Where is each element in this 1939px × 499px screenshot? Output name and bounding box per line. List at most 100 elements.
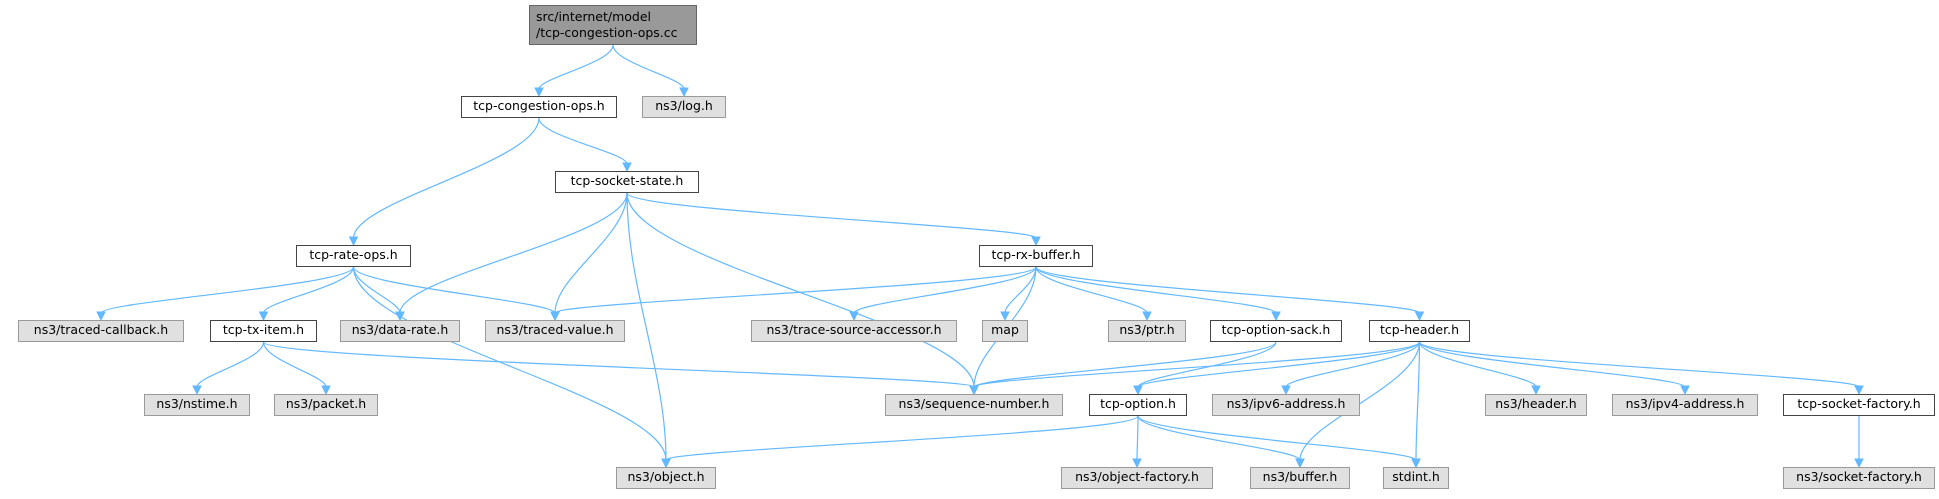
edge-tcp_rate_ops-to-data_rate — [352, 266, 401, 314]
node-ns3-ptr-h[interactable]: ns3/ptr.h — [1108, 320, 1186, 342]
edge-tcp_header-to-tcp_socket_factory — [1418, 341, 1860, 388]
edge-root-to-tcp_congestion_ops — [538, 44, 614, 90]
edge-tcp_rate_ops-to-tcp_tx_item — [262, 266, 355, 314]
edge-arrowhead — [1132, 458, 1142, 469]
edge-tcp_option_sack-to-tcp_option — [1137, 341, 1277, 388]
edge-tcp_tx_item-to-sequence_number — [262, 341, 975, 388]
edge-tcp_tx_item-to-nstime — [196, 341, 265, 388]
edge-tcp_socket_state-to-sequence_number — [626, 192, 975, 388]
edge-arrowhead — [1531, 385, 1541, 396]
edge-tcp_rate_ops-to-object — [352, 266, 667, 461]
edge-tcp_socket_state-to-data_rate — [399, 192, 628, 314]
node-label: tcp-header.h — [1379, 322, 1459, 337]
node-label: ns3/traced-callback.h — [33, 322, 169, 337]
node-label: tcp-rx-buffer.h — [991, 247, 1081, 262]
node-label: ns3/ipv6-address.h — [1226, 396, 1346, 411]
edge-arrowhead — [1031, 236, 1041, 247]
edge-tcp_congestion_ops-to-tcp_socket_state — [538, 117, 628, 165]
node-ns3-ipv4-address-h[interactable]: ns3/ipv4-address.h — [1612, 394, 1758, 416]
edge-arrowhead — [1000, 311, 1010, 322]
edge-tcp_option-to-stdint — [1137, 415, 1417, 461]
edge-root-to-log — [612, 44, 685, 90]
node-ns3-traced-value-h[interactable]: ns3/traced-value.h — [485, 320, 625, 342]
node-ns3-object-h[interactable]: ns3/object.h — [616, 467, 716, 489]
edge-arrowhead — [1854, 458, 1864, 469]
edge-arrowhead — [679, 87, 689, 98]
node-label: ns3/object.h — [627, 469, 705, 484]
node-label-line2: /tcp-congestion-ops.cc — [536, 25, 678, 40]
edge-arrowhead — [1854, 385, 1864, 396]
edge-tcp_option-to-object_factory — [1136, 415, 1139, 461]
node-label-line1: src/internet/model — [536, 9, 652, 24]
edge-tcp_socket_state-to-tcp_rx_buffer — [626, 192, 1037, 239]
edge-tcp_header-to-ipv6_address — [1285, 341, 1421, 388]
edge-arrowhead — [622, 162, 632, 173]
node-tcp-congestion-ops-cc[interactable]: src/internet/model /tcp-congestion-ops.c… — [529, 5, 697, 45]
edge-arrowhead — [661, 458, 671, 469]
edge-tcp_rx_buffer-to-tcp_header — [1035, 266, 1421, 314]
edge-tcp_rate_ops-to-traced_value — [352, 266, 556, 314]
edge-arrowhead — [534, 87, 544, 98]
node-label: ns3/socket-factory.h — [1796, 469, 1922, 484]
edge-tcp_header-to-stdint — [1415, 341, 1421, 461]
edge-tcp_option-to-object — [665, 415, 1139, 461]
edge-tcp_rate_ops-to-traced_callback — [100, 266, 355, 314]
node-label: ns3/packet.h — [285, 396, 367, 411]
node-ns3-object-factory-h[interactable]: ns3/object-factory.h — [1061, 467, 1213, 489]
node-label: ns3/sequence-number.h — [898, 396, 1050, 411]
edge-arrowhead — [348, 236, 359, 247]
node-tcp-rate-ops-h[interactable]: tcp-rate-ops.h — [296, 245, 411, 267]
node-label: ns3/data-rate.h — [351, 322, 449, 337]
edge-tcp_header-to-tcp_option — [1137, 341, 1421, 388]
node-label: ns3/object-factory.h — [1075, 469, 1199, 484]
edge-arrowhead — [849, 311, 859, 322]
node-ns3-log-h[interactable]: ns3/log.h — [642, 96, 726, 118]
edge-arrowhead — [1414, 311, 1425, 322]
node-label: ns3/buffer.h — [1262, 469, 1338, 484]
node-label: tcp-socket-state.h — [570, 173, 684, 188]
node-label: ns3/log.h — [655, 98, 713, 113]
node-tcp-congestion-ops-h[interactable]: tcp-congestion-ops.h — [461, 96, 617, 118]
edge-arrowhead — [258, 311, 269, 322]
node-ns3-socket-factory-h[interactable]: ns3/socket-factory.h — [1783, 467, 1935, 489]
node-tcp-header-h[interactable]: tcp-header.h — [1369, 320, 1470, 342]
node-stdint-h[interactable]: stdint.h — [1383, 467, 1449, 489]
node-label: tcp-congestion-ops.h — [473, 98, 605, 113]
node-ns3-traced-callback-h[interactable]: ns3/traced-callback.h — [18, 320, 184, 342]
node-label: ns3/ipv4-address.h — [1625, 396, 1745, 411]
edge-tcp_option_sack-to-sequence_number — [973, 341, 1277, 388]
node-ns3-trace-source-accessor-h[interactable]: ns3/trace-source-accessor.h — [751, 320, 957, 342]
edge-arrowhead — [550, 311, 560, 322]
node-label: ns3/header.h — [1495, 396, 1577, 411]
edge-arrowhead — [1281, 385, 1291, 396]
edge-tcp_header-to-ipv4_address — [1418, 341, 1686, 388]
node-ns3-header-h[interactable]: ns3/header.h — [1485, 394, 1587, 416]
edge-tcp_tx_item-to-packet — [262, 341, 327, 388]
edge-tcp_rx_buffer-to-map — [1004, 266, 1037, 314]
node-label: tcp-socket-factory.h — [1797, 396, 1921, 411]
node-tcp-option-sack-h[interactable]: tcp-option-sack.h — [1210, 320, 1342, 342]
node-tcp-tx-item-h[interactable]: tcp-tx-item.h — [210, 320, 317, 342]
node-ns3-ipv6-address-h[interactable]: ns3/ipv6-address.h — [1212, 394, 1360, 416]
node-ns3-sequence-number-h[interactable]: ns3/sequence-number.h — [885, 394, 1063, 416]
node-tcp-rx-buffer-h[interactable]: tcp-rx-buffer.h — [979, 245, 1093, 267]
node-tcp-socket-state-h[interactable]: tcp-socket-state.h — [555, 171, 699, 193]
node-label: tcp-option.h — [1100, 396, 1176, 411]
edge-arrowhead — [395, 311, 405, 322]
node-label: ns3/traced-value.h — [496, 322, 614, 337]
edge-arrowhead — [969, 385, 979, 396]
node-map[interactable]: map — [982, 320, 1028, 342]
node-ns3-nstime-h[interactable]: ns3/nstime.h — [144, 394, 250, 416]
edge-arrowhead — [1680, 385, 1690, 396]
node-ns3-buffer-h[interactable]: ns3/buffer.h — [1250, 467, 1350, 489]
node-tcp-option-h[interactable]: tcp-option.h — [1089, 394, 1187, 416]
node-label: map — [991, 322, 1019, 337]
edge-tcp_option-to-buffer — [1137, 415, 1301, 461]
node-label: ns3/nstime.h — [156, 396, 238, 411]
node-ns3-packet-h[interactable]: ns3/packet.h — [274, 394, 378, 416]
edge-tcp_header-to-sequence_number — [973, 341, 1421, 388]
node-tcp-socket-factory-h[interactable]: tcp-socket-factory.h — [1783, 394, 1935, 416]
node-ns3-data-rate-h[interactable]: ns3/data-rate.h — [340, 320, 460, 342]
edge-arrowhead — [1133, 385, 1143, 396]
